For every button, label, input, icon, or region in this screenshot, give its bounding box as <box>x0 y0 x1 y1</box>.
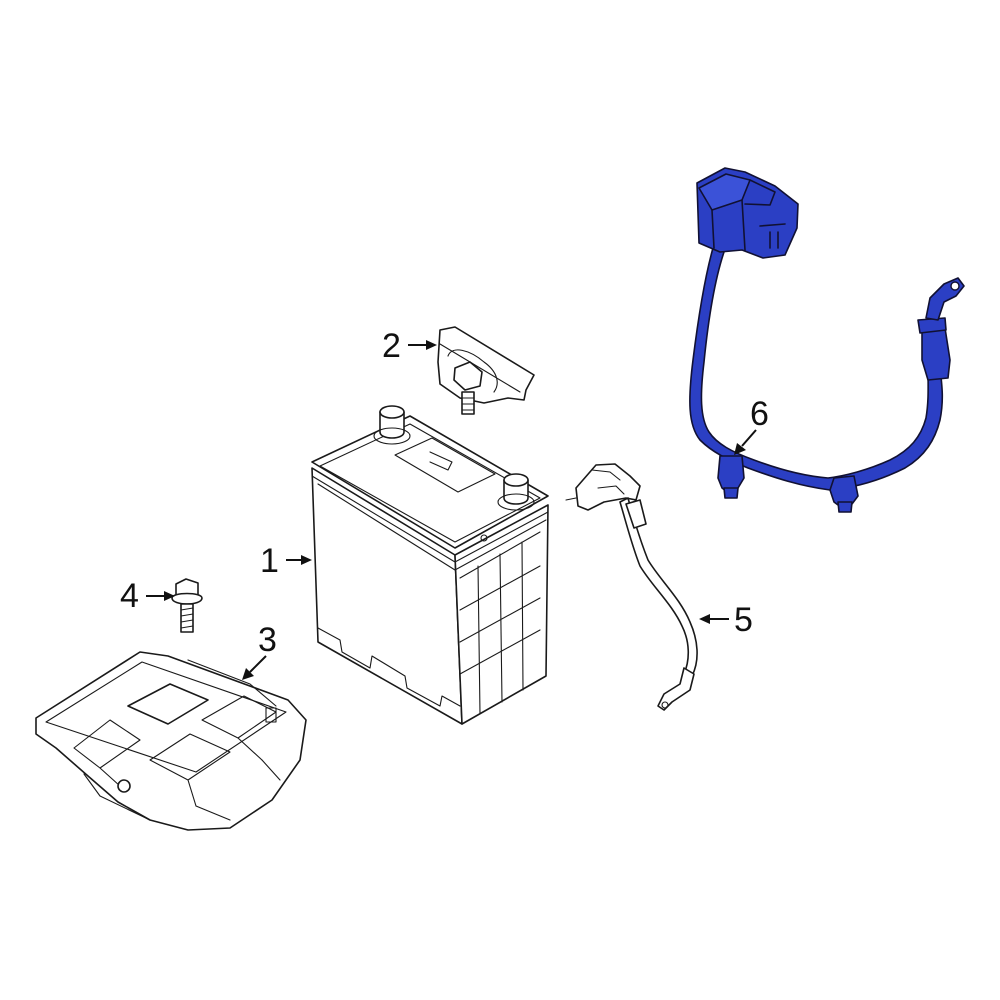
cable-6-clip-right-stud <box>837 501 853 513</box>
cable-5-ring-terminal <box>657 667 695 711</box>
callout-3[interactable]: 3 <box>242 621 277 680</box>
battery-cable-part-6[interactable] <box>689 167 965 513</box>
clamp-nut <box>453 361 483 391</box>
cable-6-boot <box>921 327 951 381</box>
tray-outer <box>35 651 307 831</box>
battery-part-1[interactable] <box>311 405 549 725</box>
ground-cable-part-5[interactable] <box>565 463 698 711</box>
battery-top-rim <box>319 423 541 543</box>
callout-3-label: 3 <box>258 621 277 659</box>
callout-2-label: 2 <box>382 327 401 365</box>
battery-lid-step-2 <box>317 483 547 571</box>
tray-pad <box>127 683 209 725</box>
bolt-thread <box>180 607 194 629</box>
cable-6-ring-hole <box>950 281 960 291</box>
callout-1-label: 1 <box>260 542 279 580</box>
cable-6-housing-top <box>698 173 751 211</box>
cable-6-boot-band <box>917 317 947 334</box>
battery-lid-step <box>311 475 549 563</box>
battery-top-recess <box>394 437 496 493</box>
tray-mount-hole <box>117 779 131 793</box>
battery-terminal-left <box>373 405 411 445</box>
cable-5-wire <box>619 497 698 677</box>
callout-4[interactable]: 4 <box>120 577 175 615</box>
callout-4-label: 4 <box>120 577 139 615</box>
battery-vent <box>480 534 488 542</box>
callout-6[interactable]: 6 <box>734 395 769 455</box>
cable-5-terminal-detail <box>565 469 625 501</box>
tray-rim <box>45 661 287 773</box>
cable-5-sleeve <box>625 499 647 529</box>
battery-foot <box>317 627 461 707</box>
bolt-shank <box>180 603 194 633</box>
cable-5-ring-hole <box>661 701 669 709</box>
tray-base <box>83 759 281 821</box>
clamp-bolt-thread <box>461 397 475 411</box>
battery-terminal-right <box>497 473 535 511</box>
bolt-part-4[interactable] <box>171 578 203 633</box>
bolt-flange <box>171 592 203 605</box>
clamp-fold <box>439 343 521 393</box>
battery-right-face <box>454 504 549 725</box>
battery-tray-part-3[interactable] <box>35 651 307 831</box>
callout-5-label: 5 <box>734 601 753 639</box>
callout-5[interactable]: 5 <box>699 601 753 639</box>
cable-6-clip-left-stud <box>723 487 739 499</box>
hold-down-clamp-part-2[interactable] <box>437 326 535 415</box>
tray-slot <box>265 707 277 723</box>
battery-side-label <box>459 531 541 715</box>
clamp-bolt <box>461 391 475 415</box>
cable-6-main-run <box>689 247 944 491</box>
callout-1[interactable]: 1 <box>260 542 312 580</box>
callout-2[interactable]: 2 <box>382 327 437 365</box>
callout-6-label: 6 <box>750 395 769 433</box>
cable-6-housing-detail <box>711 179 786 251</box>
